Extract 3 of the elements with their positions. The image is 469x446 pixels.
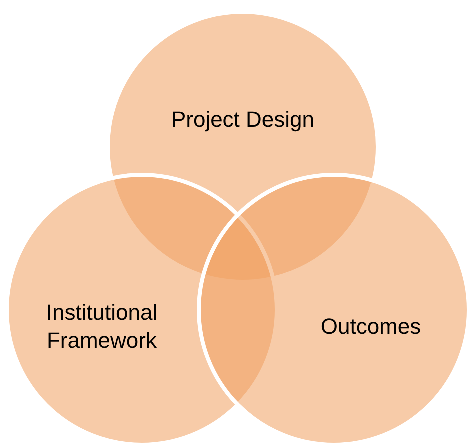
circle-label: Outcomes	[320, 313, 422, 341]
circle-label: Project Design	[170, 106, 316, 134]
circle-label: Institutional Framework	[45, 299, 159, 355]
